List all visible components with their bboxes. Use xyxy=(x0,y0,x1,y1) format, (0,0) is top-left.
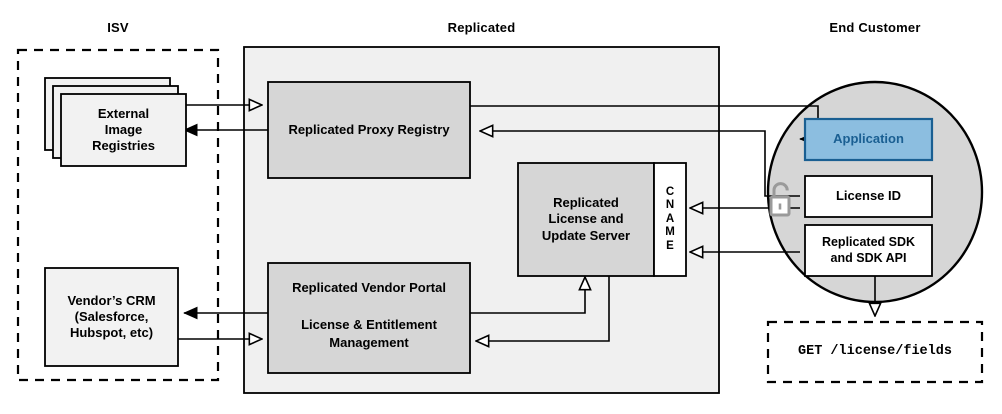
lane-title-replicated: Replicated xyxy=(447,20,516,35)
vendors-crm-box[interactable] xyxy=(44,267,179,367)
cname-strip[interactable] xyxy=(653,162,687,277)
cname-label: C N A M E xyxy=(654,163,686,276)
license-id-box[interactable] xyxy=(804,175,933,218)
isv-boundary xyxy=(16,48,220,382)
cname-letter-m: M xyxy=(665,226,675,239)
edge-portal-to-license-server xyxy=(470,277,585,314)
replicated-license-update-server-box[interactable] xyxy=(517,162,655,277)
cname-letter-a: A xyxy=(665,212,675,225)
lane-title-isv: ISV xyxy=(107,20,129,35)
replicated-vendor-portal-box[interactable] xyxy=(267,262,471,374)
cname-letter-e: E xyxy=(666,239,674,252)
registry-stack-front xyxy=(60,93,187,167)
api-call-boundary xyxy=(766,320,984,384)
unlocked-padlock-icon xyxy=(769,182,791,217)
edge-license-server-to-portal xyxy=(476,276,610,341)
external-image-registries[interactable] xyxy=(44,77,187,167)
application-box[interactable] xyxy=(803,117,934,162)
cname-letter-n: N xyxy=(665,199,675,212)
lane-title-end-customer: End Customer xyxy=(829,20,921,35)
replicated-sdk-box[interactable] xyxy=(804,224,933,277)
replicated-proxy-registry-box[interactable] xyxy=(267,81,471,179)
cname-letter-c: C xyxy=(665,185,675,198)
